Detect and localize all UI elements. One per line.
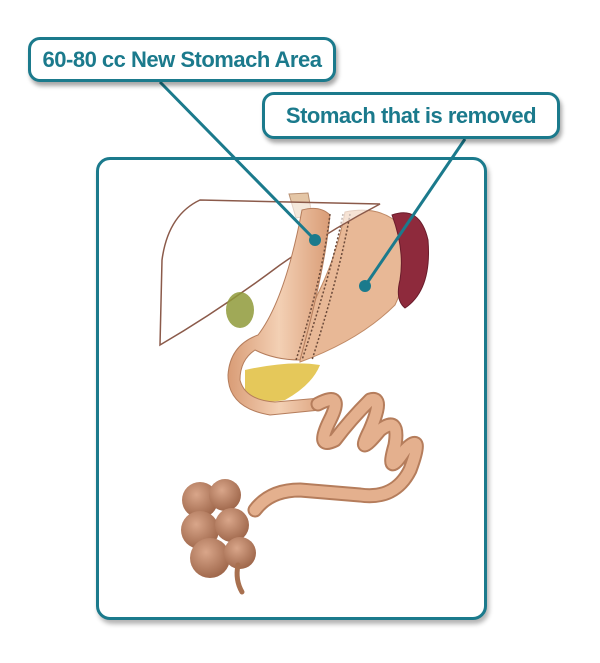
leader-line-new-stomach bbox=[158, 80, 317, 242]
pancreas bbox=[245, 363, 320, 402]
spleen bbox=[391, 212, 430, 309]
colon bbox=[181, 479, 256, 595]
small-intestine-highlight bbox=[249, 393, 422, 516]
pointer-dot-removed-stomach bbox=[359, 280, 371, 292]
pointer-dot-new-stomach bbox=[309, 234, 321, 246]
label-stomach-removed: Stomach that is removed bbox=[262, 92, 560, 139]
leader-line-removed-stomach bbox=[363, 138, 467, 287]
label-new-stomach-area: 60-80 cc New Stomach Area bbox=[28, 37, 336, 82]
new-stomach-sleeve bbox=[227, 207, 331, 416]
staple-line bbox=[301, 213, 344, 361]
gallbladder bbox=[226, 292, 254, 328]
